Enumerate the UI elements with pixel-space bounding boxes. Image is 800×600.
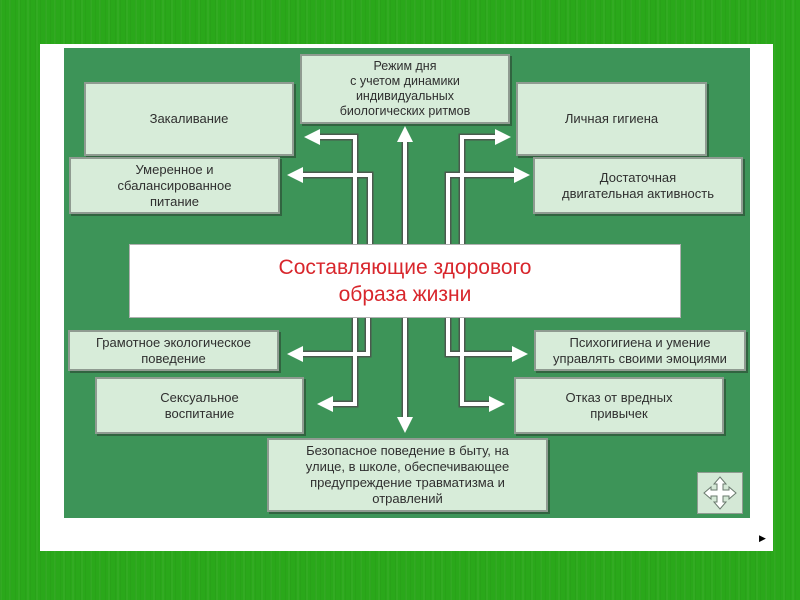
box-activity: Достаточная двигательная активность <box>533 157 743 214</box>
navigation-button[interactable] <box>697 472 743 514</box>
box-bad-habits: Отказ от вредных привычек <box>514 377 724 434</box>
box-daily-regime: Режим дня с учетом динамики индивидуальн… <box>300 54 510 124</box>
triangle-right-icon: ▶ <box>759 533 766 543</box>
box-hardening: Закаливание <box>84 82 294 156</box>
box-nutrition: Умеренное и сбалансированное питание <box>69 157 280 214</box>
diagram-title: Составляющие здорового образа жизни <box>129 244 681 318</box>
next-page-button[interactable]: ▶ <box>759 533 766 544</box>
box-hygiene: Личная гигиена <box>516 82 707 156</box>
arrow-to-sex-education <box>325 318 359 408</box>
arrow-to-bad-habits <box>458 318 497 408</box>
arrow-to-hygiene <box>458 133 503 244</box>
arrow-to-hardening <box>312 133 359 244</box>
box-ecology: Грамотное экологическое поведение <box>68 330 279 371</box>
four-way-arrows-icon <box>703 476 737 510</box>
box-psychohygiene: Психогигиена и умение управлять своими э… <box>534 330 746 371</box>
box-safe-behavior: Безопасное поведение в быту, на улице, в… <box>267 438 548 512</box>
arrow-to-nutrition <box>295 171 374 244</box>
box-sex-education: Сексуальное воспитание <box>95 377 304 434</box>
